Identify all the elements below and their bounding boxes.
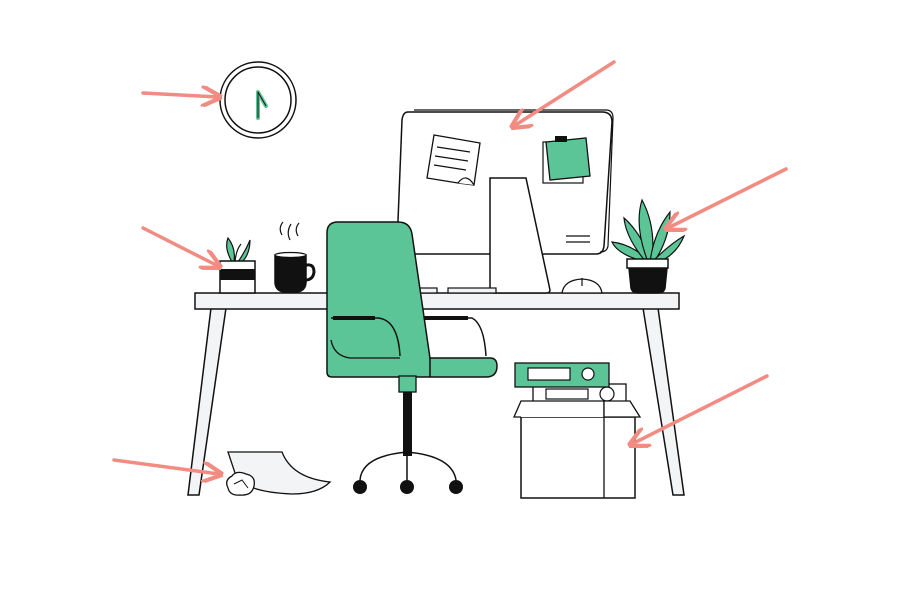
- potted-plant-large: [611, 198, 686, 294]
- office-chair: [326, 221, 498, 494]
- arrow-to-crumpled-paper: [112, 458, 219, 474]
- arrow-to-pencil-cup-plant: [141, 226, 218, 266]
- annotation-arrows: [112, 60, 788, 474]
- sticky-note-green: [542, 136, 591, 184]
- desk-top: [194, 292, 680, 310]
- arrow-to-cardboard-box: [632, 374, 769, 444]
- arrow-to-potted-plant-large: [668, 167, 788, 228]
- binder-stack: [514, 362, 627, 403]
- computer-monitor: [396, 109, 614, 294]
- coffee-mug: [274, 221, 316, 293]
- pencil-cup-plant: [219, 236, 256, 294]
- computer-mouse: [561, 278, 603, 294]
- cardboard-box: [513, 400, 642, 499]
- arrow-to-computer-monitor: [514, 60, 616, 126]
- crumpled-paper: [226, 451, 332, 496]
- arrow-to-wall-clock: [141, 93, 218, 97]
- wall-clock: [219, 61, 297, 139]
- sticky-note-paper: [426, 134, 481, 186]
